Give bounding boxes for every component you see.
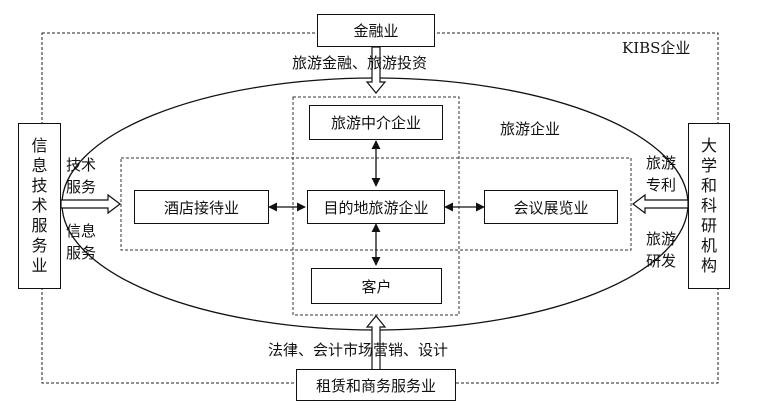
destination-label: 目的地旅游企业 (323, 198, 429, 217)
hotel-box: 酒店接待业 (134, 190, 269, 224)
top-flow-label: 旅游金融、旅游投资 (292, 54, 428, 72)
customer-box: 客户 (311, 268, 442, 304)
bottom-flow-label: 法律、会计市场营销、设计 (268, 341, 449, 359)
left-bottom-flow: 信息 服务 (66, 220, 96, 264)
it-char-6: 务 (31, 236, 48, 255)
it-char-3: 技 (31, 176, 48, 195)
it-char-2: 息 (31, 156, 48, 175)
right-top-line-1: 旅游 (646, 154, 677, 172)
convention-box: 会议展览业 (484, 190, 618, 224)
university-flow-arrow (632, 193, 689, 215)
uni-char-5: 研 (700, 216, 717, 235)
it-char-1: 信 (31, 136, 48, 155)
finance-label: 金融业 (353, 22, 399, 40)
rental-flow-arrow (365, 315, 387, 371)
convention-label: 会议展览业 (513, 198, 589, 217)
left-top-line-2: 服务 (66, 178, 97, 196)
tourism-enterprise-label: 旅游企业 (500, 120, 561, 138)
hotel-label: 酒店接待业 (163, 198, 239, 217)
uni-char-3: 和 (700, 176, 717, 195)
customer-label: 客户 (361, 277, 392, 296)
right-bottom-flow: 旅游 研发 (646, 228, 676, 272)
right-top-line-2: 专利 (646, 176, 677, 194)
uni-char-4: 科 (700, 196, 717, 215)
rental-box: 租赁和商务服务业 (296, 369, 456, 401)
university-box: 大 学 和 科 研 机 构 (688, 123, 730, 289)
uni-char-2: 学 (700, 156, 717, 175)
destination-box: 目的地旅游企业 (307, 190, 445, 224)
left-bottom-line-1: 信息 (66, 222, 97, 240)
uni-char-6: 机 (700, 236, 717, 255)
right-bottom-line-1: 旅游 (646, 230, 677, 248)
finance-flow-arrow (365, 46, 387, 94)
left-bottom-line-2: 服务 (66, 244, 97, 262)
uni-char-1: 大 (700, 136, 717, 155)
it-char-5: 服 (31, 216, 48, 235)
left-top-flow: 技术 服务 (66, 154, 96, 198)
left-top-line-1: 技术 (66, 156, 97, 174)
finance-box: 金融业 (317, 14, 435, 47)
it-services-box: 信 息 技 术 服 务 业 (18, 123, 61, 289)
rental-label: 租赁和商务服务业 (315, 376, 436, 395)
intermediary-label: 旅游中介企业 (330, 114, 421, 132)
it-flow-arrow (60, 193, 121, 215)
right-top-flow: 旅游 专利 (646, 152, 676, 196)
it-char-7: 业 (31, 256, 48, 275)
right-bottom-line-2: 研发 (646, 252, 677, 270)
kibs-label: KIBS企业 (622, 39, 691, 57)
uni-char-7: 构 (700, 256, 717, 275)
it-char-4: 术 (31, 196, 48, 215)
intermediary-box: 旅游中介企业 (309, 105, 443, 140)
